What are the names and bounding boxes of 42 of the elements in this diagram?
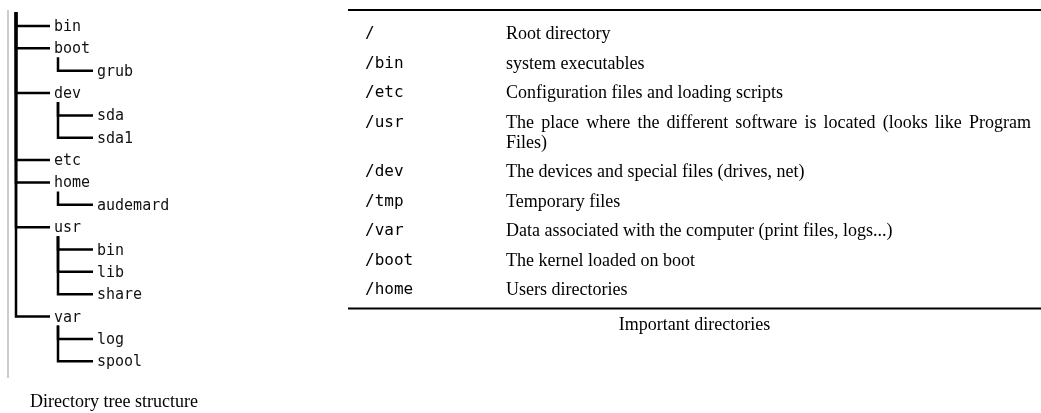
directory-name: etc: [54, 151, 82, 170]
directory-description: Root directory: [506, 23, 612, 43]
directory-name: audemard: [97, 195, 170, 214]
tree-connector: [14, 12, 50, 318]
directory-name: boot: [54, 39, 91, 58]
directory-description: Users directories: [506, 279, 629, 299]
tree-connector: [56, 191, 93, 207]
directory-path: /home: [365, 279, 414, 299]
directory-name: grub: [97, 61, 134, 80]
directory-name: bin: [54, 17, 82, 35]
directory-name: spool: [97, 352, 143, 371]
directory-name: log: [97, 329, 125, 348]
directory-description: Data associated with the computer (print files, logs...): [506, 220, 894, 240]
directory-name: share: [97, 285, 143, 304]
directory-path: /etc: [365, 82, 404, 102]
directory-description: The devices and special files (drives, net): [506, 161, 806, 181]
directory-name: home: [54, 173, 91, 192]
directory-name: sda: [97, 106, 125, 125]
directory-description: Temporary files: [506, 190, 622, 211]
directory-path: /tmp: [365, 190, 404, 211]
directory-description: The kernel loaded on boot: [506, 249, 696, 270]
tree-connector: [56, 102, 93, 139]
directory-name: dev: [54, 84, 82, 103]
directory-path: /: [365, 23, 375, 43]
directory-path: /boot: [365, 249, 414, 270]
tree-connector: [56, 236, 93, 296]
directory-name: sda1: [97, 128, 134, 147]
directory-path: /dev: [365, 161, 404, 181]
directory-name: bin: [97, 240, 125, 259]
caption: Important directories: [617, 313, 772, 334]
tree-connector: [56, 57, 93, 72]
tree-connector: [56, 325, 93, 363]
caption: Directory tree structure: [30, 391, 198, 411]
directory-description: system executables: [506, 52, 646, 73]
directory-description: The place where the different software is located (looks like Program Files): [506, 111, 1031, 152]
directory-name: lib: [97, 262, 125, 281]
directory-name: usr: [54, 218, 82, 237]
directory-path: /bin: [365, 52, 404, 73]
directory-name: var: [54, 307, 82, 326]
directory-path: /usr: [365, 111, 404, 132]
directory-path: /var: [365, 220, 404, 240]
directory-description: Configuration files and loading scripts: [506, 82, 784, 102]
